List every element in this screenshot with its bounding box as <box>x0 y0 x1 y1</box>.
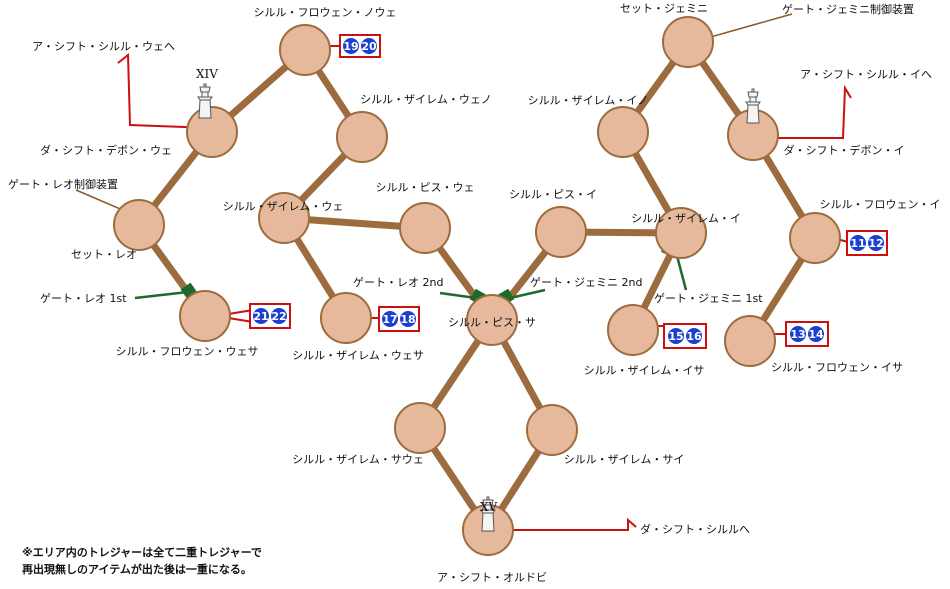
node-label: シルル・ピス・サ <box>448 316 536 329</box>
treasure-number: 22 <box>271 310 286 323</box>
device-leader-line <box>699 13 793 41</box>
treasure-number: 12 <box>868 237 883 250</box>
tower-icon <box>745 88 761 124</box>
treasure-number: 15 <box>668 330 683 343</box>
treasure-number: 19 <box>343 40 358 53</box>
treasure-number: 18 <box>400 313 415 326</box>
gate-leo2-pointer <box>439 291 477 300</box>
exit-line-west <box>117 52 213 129</box>
node-label: セット・レオ <box>71 248 137 261</box>
node-label: シルル・フロウェン・イ <box>820 198 941 211</box>
node-silur-xylem-weno[interactable] <box>336 111 388 163</box>
tower-numeral: XIV <box>196 67 218 81</box>
gate-label-leo2: ゲート・レオ 2nd <box>353 276 443 289</box>
paths <box>135 38 819 534</box>
note-line: ※エリア内のトレジャーは全て二重トレジャーで <box>22 546 262 559</box>
node-da-shift-devon-we[interactable] <box>186 106 238 158</box>
node-label: シルル・フロウェン・イサ <box>771 361 903 374</box>
node-silur-xylem-sai[interactable] <box>526 404 578 456</box>
node-label: セット・ジェミニ <box>620 2 708 15</box>
node-label: ダ・シフト・デボン・ウェ <box>40 143 172 157</box>
gate-label-gem2: ゲート・ジェミニ 2nd <box>530 276 642 289</box>
node-silur-xylem-i[interactable] <box>655 207 707 259</box>
device-label-leo: ゲート・レオ制御装置 <box>8 177 118 191</box>
node-silur-xylem-we[interactable] <box>258 192 310 244</box>
exit-label-south[interactable]: ダ・シフト・シルルへ <box>640 522 750 536</box>
node-label: シルル・フロウェン・ノウェ <box>254 6 397 19</box>
node-label: ア・シフト・オルドビ <box>437 571 547 584</box>
treasure-badge[interactable]: 13 14 <box>785 321 829 347</box>
node-label: シルル・フロウェン・ウェサ <box>116 345 259 358</box>
node-silur-flowen-nowe[interactable] <box>279 24 331 76</box>
node-silur-xylem-wesa[interactable] <box>320 292 372 344</box>
treasure-number: 13 <box>790 328 805 341</box>
treasure-badge[interactable]: 15 16 <box>663 323 707 349</box>
node-silur-flowen-i[interactable] <box>789 212 841 264</box>
treasure-badge[interactable]: 19 20 <box>339 34 381 58</box>
node-label: シルル・ザイレム・イサ <box>584 364 705 377</box>
treasure-note: ※エリア内のトレジャーは全て二重トレジャーで 再出現無しのアイテムが出た後は一重… <box>22 544 262 578</box>
node-label: シルル・ピス・イ <box>509 188 597 201</box>
treasure-number: 17 <box>382 313 397 326</box>
gate-label-leo1: ゲート・レオ 1st <box>40 292 127 305</box>
node-silur-flowen-isa[interactable] <box>724 315 776 367</box>
node-silur-xylem-sawe[interactable] <box>394 402 446 454</box>
exit-label-east[interactable]: ア・シフト・シルル・イへ <box>800 68 932 81</box>
treasure-number: 16 <box>686 330 702 343</box>
node-label: シルル・ザイレム・サウェ <box>292 453 424 466</box>
node-silur-flowen-wesa[interactable] <box>179 290 231 342</box>
node-silur-xylem-ino[interactable] <box>597 106 649 158</box>
exit-label-west[interactable]: ア・シフト・シルル・ウェへ <box>32 40 175 53</box>
node-label: シルル・ザイレム・ウェノ <box>360 93 492 106</box>
node-label: シルル・ザイレム・ウェサ <box>292 349 424 362</box>
treasure-number: 11 <box>850 237 865 250</box>
gate-leo1-pointer <box>134 290 189 300</box>
treasure-number: 14 <box>808 328 824 341</box>
node-set-gemini[interactable] <box>662 16 714 68</box>
gate-label-gem1: ゲート・ジェミニ 1st <box>654 292 763 305</box>
exit-line-south <box>496 517 637 531</box>
node-label: シルル・ピス・ウェ <box>376 181 475 194</box>
treasure-badge[interactable]: 17 18 <box>378 306 420 332</box>
node-label: シルル・ザイレム・サイ <box>564 453 685 466</box>
node-label: シルル・ザイレム・イノ <box>528 94 649 107</box>
treasure-badge[interactable]: 21 22 <box>249 303 291 329</box>
treasure-number: 21 <box>253 310 268 323</box>
device-label-gemini: ゲート・ジェミニ制御装置 <box>782 2 914 16</box>
node-label: シルル・ザイレム・イ <box>631 212 741 225</box>
node-label: シルル・ザイレム・ウェ <box>223 200 344 213</box>
note-line: 再出現無しのアイテムが出た後は一重になる。 <box>22 563 252 576</box>
tower-icon <box>197 83 213 119</box>
node-silur-xylem-isa[interactable] <box>607 304 659 356</box>
gate-gem2-pointer <box>509 288 546 300</box>
node-label: ダ・シフト・デボン・イ <box>784 143 905 157</box>
nodes <box>113 16 841 556</box>
tower-icon <box>480 496 496 532</box>
node-set-leo[interactable] <box>113 199 165 251</box>
node-silur-pis-we[interactable] <box>399 202 451 254</box>
treasure-number: 20 <box>361 40 377 53</box>
tower-numeral: XV <box>480 500 498 514</box>
node-labels: シルル・フロウェン・ノウェ ダ・シフト・デボン・ウェ シルル・ザイレム・ウェノ … <box>40 2 941 584</box>
node-silur-pis-i[interactable] <box>535 206 587 258</box>
treasure-badge[interactable]: 11 12 <box>846 230 888 256</box>
node-silur-pis-sa[interactable] <box>466 294 518 346</box>
exit-line-east <box>760 84 852 139</box>
